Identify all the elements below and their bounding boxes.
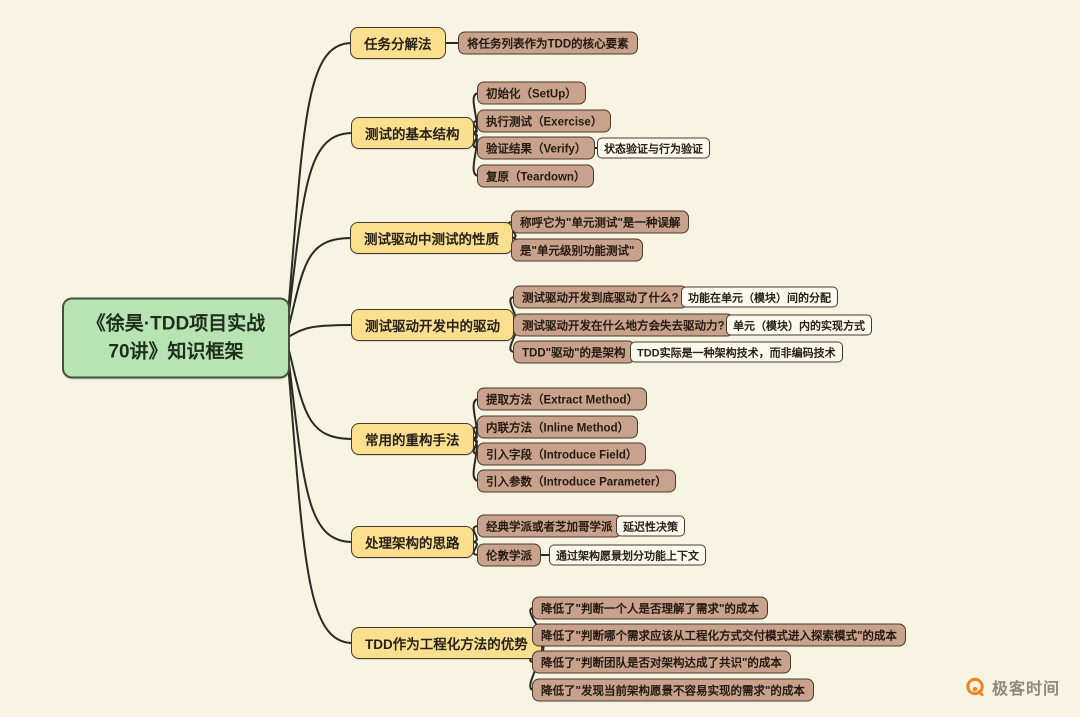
branch-task-decomposition[interactable]: 任务分解法 (350, 27, 446, 59)
root-node[interactable]: 《徐昊·TDD项目实战 70讲》知识框架 (62, 297, 290, 379)
topic-node[interactable]: 将任务列表作为TDD的核心要素 (458, 31, 638, 55)
detail-node[interactable]: 通过架构愿景划分功能上下文 (549, 544, 706, 566)
topic-node[interactable]: 测试驱动开发在什么地方会失去驱动力? (513, 313, 734, 337)
topic-node[interactable]: 经典学派或者芝加哥学派 (477, 514, 622, 538)
branch-driving-in-tdd[interactable]: 测试驱动开发中的驱动 (351, 309, 514, 341)
topic-node[interactable]: 测试驱动开发到底驱动了什么? (513, 285, 688, 309)
detail-node[interactable]: 功能在单元（模块）间的分配 (681, 286, 838, 308)
topic-node[interactable]: 是"单元级别功能测试" (511, 238, 644, 262)
branch-tdd-engineering-advantages[interactable]: TDD作为工程化方法的优势 (351, 627, 542, 659)
detail-node[interactable]: 单元（模块）内的实现方式 (726, 314, 872, 336)
topic-node[interactable]: 降低了"发现当前架构愿景不容易实现的需求"的成本 (532, 678, 814, 702)
branch-architecture-approaches[interactable]: 处理架构的思路 (351, 526, 474, 558)
brand-watermark: 极客时间 (964, 675, 1060, 699)
topic-node[interactable]: 称呼它为"单元测试"是一种误解 (511, 210, 690, 234)
brand-name: 极客时间 (991, 681, 1060, 698)
detail-node[interactable]: 状态验证与行为验证 (597, 137, 710, 159)
topic-node[interactable]: 降低了"判断哪个需求应该从工程化方式交付模式进入探索模式"的成本 (532, 623, 906, 647)
detail-node[interactable]: 延迟性决策 (616, 515, 685, 537)
geektime-logo-icon (966, 677, 984, 697)
topic-node[interactable]: 引入参数（Introduce Parameter） (477, 469, 676, 493)
topic-node[interactable]: 初始化（SetUp） (477, 81, 586, 105)
topic-node[interactable]: 复原（Teardown） (477, 164, 595, 188)
branch-refactoring-methods[interactable]: 常用的重构手法 (351, 423, 474, 455)
topic-node[interactable]: 降低了"判断一个人是否理解了需求"的成本 (532, 596, 768, 620)
topic-node[interactable]: 提取方法（Extract Method） (477, 387, 648, 411)
topic-node[interactable]: 降低了"判断团队是否对架构达成了共识"的成本 (532, 650, 791, 674)
topic-node[interactable]: 内联方法（Inline Method） (477, 415, 639, 439)
topic-node[interactable]: 伦敦学派 (477, 543, 541, 567)
branch-nature-of-tests[interactable]: 测试驱动中测试的性质 (350, 222, 513, 254)
topic-node[interactable]: 执行测试（Exercise） (477, 109, 612, 133)
detail-node[interactable]: TDD实际是一种架构技术，而非编码技术 (630, 341, 843, 363)
topic-node[interactable]: 验证结果（Verify） (477, 136, 596, 160)
branch-test-basic-structure[interactable]: 测试的基本结构 (351, 117, 474, 149)
topic-node[interactable]: 引入字段（Introduce Field） (477, 442, 647, 466)
topic-node[interactable]: TDD"驱动"的是架构 (513, 340, 635, 364)
